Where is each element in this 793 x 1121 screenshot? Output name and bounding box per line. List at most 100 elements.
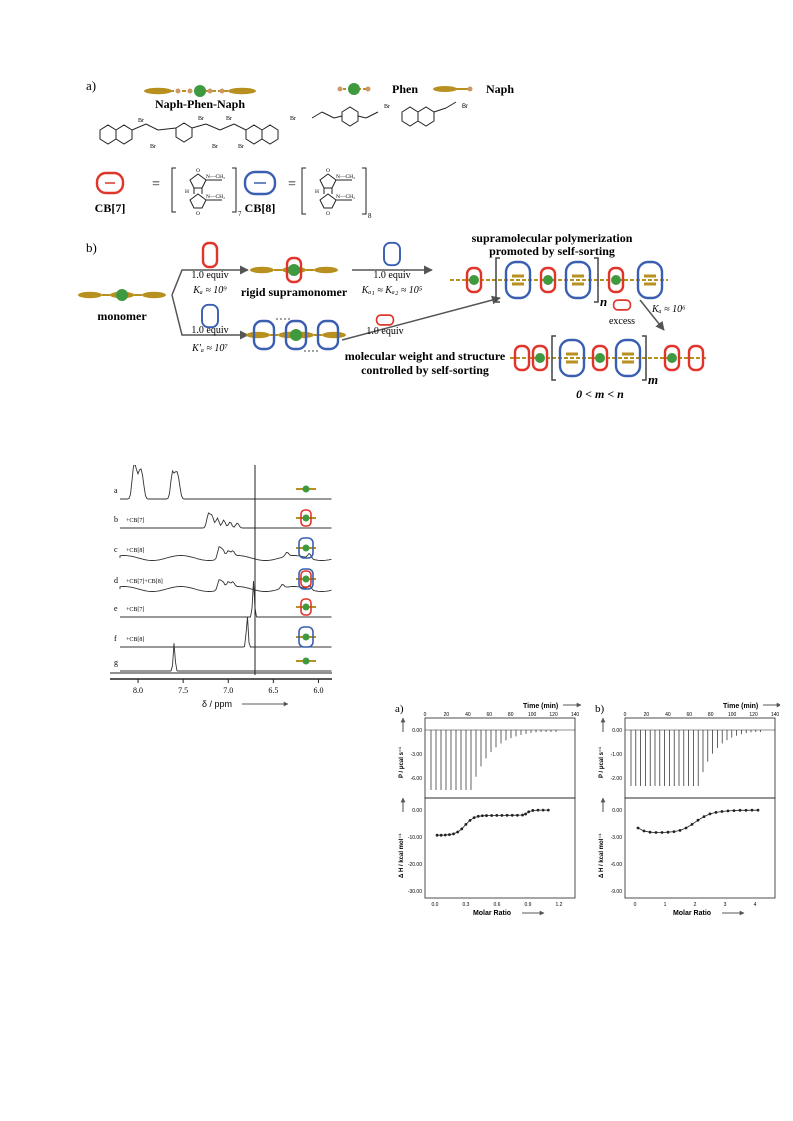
phen-icon: [337, 83, 371, 95]
itc-time-tick: 140: [771, 712, 780, 718]
nmr-species-icon: [296, 568, 316, 590]
itc-power-tick: 0.00: [412, 728, 422, 734]
itc-time-tick: 100: [528, 712, 537, 718]
cb8-complex-icon: [245, 318, 347, 352]
mw-line1: molecular weight and structure: [345, 349, 506, 363]
cb7-ring-icon: [95, 171, 125, 195]
itc-power-tick: -2.00: [611, 776, 623, 782]
monomer-label: monomer: [97, 309, 147, 323]
capped-polymer-icon: [510, 335, 708, 381]
nmr-trace: [120, 643, 332, 672]
nmr-trace-letter: g: [114, 658, 118, 667]
svg-text:Br: Br: [226, 116, 232, 122]
itc-time-tick: 20: [644, 712, 650, 718]
itc-panel-label: b): [595, 703, 605, 715]
nmr-trace-note: +CB[7]: [126, 518, 144, 524]
nmr-species-icons: [296, 485, 316, 665]
itc-time-tick: 100: [728, 712, 737, 718]
svg-text:Br: Br: [238, 144, 244, 150]
itc-enthalpy-frame: [624, 797, 776, 899]
naph-phen-naph-counterions: Br Br Br Br Br Br: [138, 116, 244, 150]
itc-time-tick: 60: [687, 712, 693, 718]
nmr-species-icon: [296, 509, 316, 527]
itc-time-tick: 140: [571, 712, 580, 718]
nmr-trace-note: +CB[8]: [126, 637, 144, 643]
itc-time-tick: 60: [487, 712, 493, 718]
itc-ratio-tick: 0: [634, 902, 637, 908]
nmr-species-icon: [296, 626, 316, 648]
cb8-subscript: 8: [368, 212, 372, 220]
phen-structure: [311, 106, 379, 127]
naph-phen-naph-name: Naph-Phen-Naph: [155, 97, 245, 111]
nmr-species-icon: [296, 598, 316, 616]
scheme-figure: a) Naph-Phen-Naph Phen Naph: [77, 78, 708, 401]
m-range-label: 0 < m < n: [576, 387, 624, 401]
nmr-axis-label: δ / ppm: [202, 699, 232, 709]
svg-text:N—CH₂: N—CH₂: [206, 194, 225, 200]
polymer-m-label: m: [648, 372, 658, 387]
nmr-trace-letter: d: [114, 576, 118, 585]
itc-enthalpy-frame: [424, 797, 576, 899]
cb7-addition-arrow: [341, 295, 501, 341]
naph-phen-naph-structure: [99, 122, 279, 145]
nmr-trace-letter: c: [114, 545, 118, 554]
mw-line2: controlled by self-sorting: [361, 363, 489, 377]
itc-fit-curve: [437, 809, 549, 836]
excess-label: excess: [609, 316, 635, 327]
svg-text:Br: Br: [212, 144, 218, 150]
excess-cb7-icon: [612, 299, 632, 311]
itc-enthalpy-tick: -20.00: [408, 862, 422, 868]
nmr-species-icon: [296, 537, 316, 559]
svg-text:H: H: [315, 189, 319, 195]
itc-time-label: Time (min): [723, 703, 758, 710]
itc-enthalpy-tick: 0.00: [412, 808, 422, 814]
itc-ratio-tick: 0.3: [463, 902, 470, 908]
itc-enthalpy-label: Δ H / kcal mol⁻¹: [398, 834, 405, 879]
itc-enthalpy-tick: -6.00: [611, 862, 623, 868]
branch-arrow-top: [171, 265, 249, 296]
svg-text:O: O: [326, 211, 330, 217]
bottom-branch-cb8-icon: [201, 303, 219, 329]
nmr-trace: [119, 579, 332, 592]
itc-enthalpy-tick: 0.00: [612, 808, 622, 814]
nmr-tick-label: 6.0: [313, 686, 323, 695]
itc-power-label: P / μcal s⁻¹: [398, 747, 405, 778]
itc-time-label: Time (min): [523, 703, 558, 710]
itc-time-tick: 80: [708, 712, 714, 718]
cb8-structure: [301, 167, 367, 215]
cb8-ring-icon: [243, 170, 277, 196]
naph-phen-naph-icon: [144, 85, 256, 97]
monomer-icon: [77, 289, 167, 301]
top-branch-equiv: 1.0 equiv: [191, 270, 228, 281]
bottom-branch-equiv: 1.0 equiv: [191, 325, 228, 336]
naph-counterion: Br: [462, 104, 468, 110]
itc-power-tick: 0.00: [612, 728, 622, 734]
itc-data-point: [435, 833, 439, 837]
svg-text:Br: Br: [150, 144, 156, 150]
itc-fit-curve: [637, 809, 758, 833]
svg-text:N—CH₂: N—CH₂: [206, 174, 225, 180]
itc-time-tick: 80: [508, 712, 514, 718]
cb7-equals: =: [152, 177, 160, 192]
svg-text:Br: Br: [384, 104, 390, 110]
supra-title-line1: supramolecular polymerization: [472, 231, 633, 245]
bottom-branch-ka: K′ₐ ≈ 10⁷: [191, 343, 228, 354]
itc-power-tick: -1.00: [611, 752, 623, 758]
itc-time-tick: 0: [424, 712, 427, 718]
rigid-supramonomer-icon: [249, 256, 339, 284]
itc-panel-label: a): [395, 703, 404, 715]
cb8-addition-equiv: 1.0 equiv: [373, 270, 410, 281]
cb8-addition-ka: Kₐ₁ ≈ Kₐ₂ ≈ 10⁵: [361, 285, 423, 296]
rigid-supramonomer-label: rigid supramonomer: [241, 285, 348, 299]
itc-ratio-label: Molar Ratio: [473, 910, 511, 917]
svg-text:Br: Br: [290, 116, 296, 122]
nmr-trace-letter: f: [114, 634, 117, 643]
svg-text:O: O: [326, 168, 330, 174]
nmr-trace: [120, 616, 332, 648]
panel-b-label: b): [86, 240, 97, 255]
top-branch-ka: Kₐ ≈ 10⁹: [192, 285, 227, 296]
polymer-n-label: n: [600, 294, 607, 309]
